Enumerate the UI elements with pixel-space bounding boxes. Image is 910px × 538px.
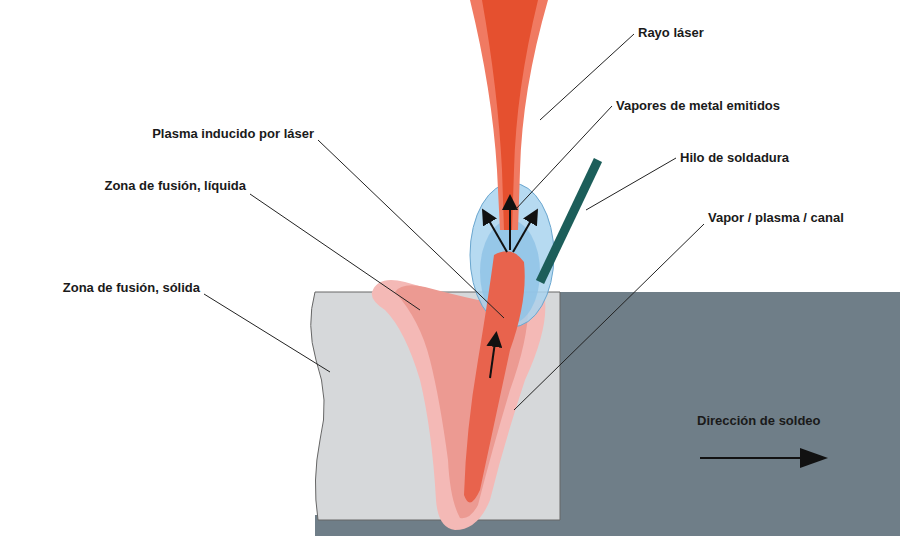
label-direction: Dirección de soldeo	[697, 413, 821, 429]
direction-arrow	[700, 457, 805, 459]
right-plate	[505, 292, 900, 536]
vapour-arrow	[513, 212, 536, 252]
label-plasma: Plasma inducido por láser	[152, 126, 314, 142]
filler-wire	[540, 160, 598, 282]
leader-lines	[204, 34, 704, 410]
leader-line	[204, 294, 330, 372]
leader-line	[318, 140, 504, 318]
vapour-arrow	[484, 212, 507, 252]
leader-line	[514, 224, 704, 410]
direction-arrowhead	[800, 448, 828, 468]
laser-beam-outer	[470, 0, 548, 230]
label-solid-zone: Zona de fusión, sólida	[63, 280, 200, 296]
vapour-arrow	[509, 198, 511, 250]
label-keyhole: Vapor / plasma / canal	[708, 210, 844, 226]
label-liquid-zone: Zona de fusión, líquida	[104, 178, 246, 194]
leader-line	[250, 194, 420, 310]
laser-beam-core	[482, 0, 538, 230]
label-metal-vapour: Vapores de metal emitidos	[616, 98, 780, 114]
leader-line	[586, 158, 676, 210]
vapour-arrow	[490, 335, 496, 378]
label-laser-beam: Rayo láser	[638, 25, 704, 41]
leader-line	[515, 106, 612, 210]
label-filler-wire: Hilo de soldadura	[680, 150, 789, 166]
